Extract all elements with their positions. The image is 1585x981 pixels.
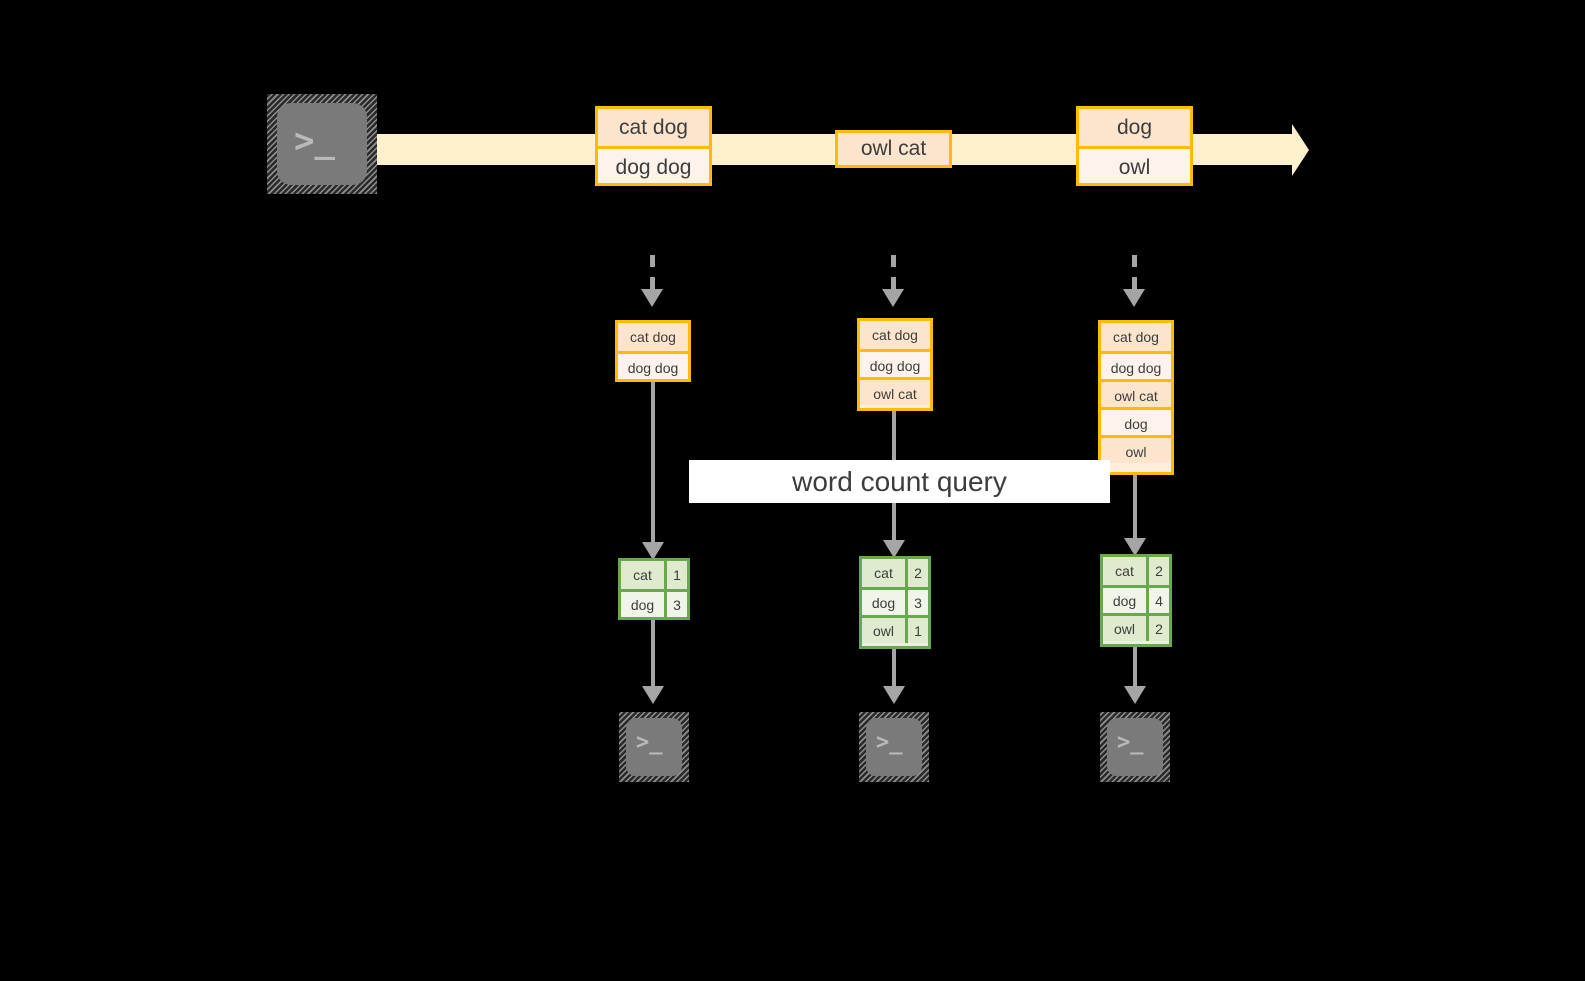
terminal-screen [626, 718, 682, 776]
snapshot-message: cat dog [1101, 323, 1171, 351]
query-label: word count query [689, 460, 1110, 503]
table-row: owl 1 [862, 615, 928, 643]
terminal-prompt-glyph: >_ [1117, 730, 1144, 755]
terminal-screen [1107, 718, 1163, 776]
result-count: 3 [905, 590, 928, 615]
query-label-text: word count query [792, 465, 1007, 497]
connector-snapshot-1-to-result-1 [651, 382, 655, 548]
connector-arrow-head [1123, 289, 1145, 307]
connector-arrow-head [641, 289, 663, 307]
snapshot-1-input-stack: cat dog dog dog [615, 320, 691, 382]
snapshot-message: dog dog [1101, 351, 1171, 379]
snapshot-message: dog [1101, 407, 1171, 435]
sink-terminal-icon-2[interactable]: >_ [859, 712, 929, 782]
result-count: 3 [664, 592, 687, 617]
stream-message: owl [1079, 146, 1190, 183]
result-count: 2 [905, 559, 928, 587]
connector-arrow-head [883, 540, 905, 558]
sink-terminal-icon-1[interactable]: >_ [619, 712, 689, 782]
terminal-prompt-glyph: >_ [636, 730, 663, 755]
terminal-prompt-glyph: >_ [876, 730, 903, 755]
result-word: cat [862, 559, 905, 587]
snapshot-message: dog dog [618, 351, 688, 379]
terminal-screen [866, 718, 922, 776]
stream-message: dog [1079, 109, 1190, 146]
snapshot-message: owl cat [1101, 379, 1171, 407]
stream-message: dog dog [598, 146, 709, 183]
table-row: cat 2 [1103, 557, 1169, 585]
connector-arrow-head [1124, 538, 1146, 556]
result-count: 4 [1146, 588, 1169, 613]
source-terminal-icon[interactable]: >_ [267, 94, 377, 194]
table-row: cat 1 [621, 561, 687, 589]
snapshot-2-input-stack: cat dog dog dog owl cat [857, 318, 933, 411]
connector-snapshot-3-to-result-3 [1133, 475, 1137, 545]
stream-message: owl cat [838, 133, 949, 165]
result-table-3: cat 2 dog 4 owl 2 [1100, 554, 1172, 647]
stream-group-1: cat dog dog dog [595, 106, 712, 186]
table-row: cat 2 [862, 559, 928, 587]
result-count: 2 [1146, 616, 1169, 641]
table-row: dog 4 [1103, 585, 1169, 613]
connector-stream-to-snapshot-3 [1132, 255, 1137, 293]
terminal-prompt-glyph: >_ [294, 121, 335, 161]
stream-message: cat dog [598, 109, 709, 146]
result-word: cat [1103, 557, 1146, 585]
connector-arrow-head [642, 542, 664, 560]
terminal-screen [277, 103, 367, 185]
snapshot-3-input-stack: cat dog dog dog owl cat dog owl [1098, 320, 1174, 475]
connector-arrow-head [883, 686, 905, 704]
result-word: owl [1103, 616, 1146, 641]
stream-arrow-head [1292, 124, 1309, 176]
table-row: dog 3 [621, 589, 687, 617]
stream-group-2: owl cat [835, 130, 952, 168]
connector-result-2-to-sink-2 [892, 649, 896, 692]
snapshot-message: owl [1101, 435, 1171, 463]
connector-arrow-head [1124, 686, 1146, 704]
connector-stream-to-snapshot-1 [650, 255, 655, 293]
sink-terminal-icon-3[interactable]: >_ [1100, 712, 1170, 782]
result-count: 1 [664, 561, 687, 589]
table-row: dog 3 [862, 587, 928, 615]
connector-stream-to-snapshot-2 [891, 255, 896, 293]
table-row: owl 2 [1103, 613, 1169, 641]
connector-result-1-to-sink-1 [651, 620, 655, 692]
snapshot-message: cat dog [860, 321, 930, 349]
result-word: owl [862, 618, 905, 643]
result-word: dog [1103, 588, 1146, 613]
result-word: cat [621, 561, 664, 589]
result-count: 2 [1146, 557, 1169, 585]
connector-result-3-to-sink-3 [1133, 647, 1137, 692]
result-count: 1 [905, 618, 928, 643]
snapshot-message: cat dog [618, 323, 688, 351]
result-word: dog [621, 592, 664, 617]
snapshot-message: dog dog [860, 349, 930, 377]
connector-arrow-head [882, 289, 904, 307]
result-table-1: cat 1 dog 3 [618, 558, 690, 620]
stream-group-3: dog owl [1076, 106, 1193, 186]
result-word: dog [862, 590, 905, 615]
snapshot-message: owl cat [860, 377, 930, 405]
result-table-2: cat 2 dog 3 owl 1 [859, 556, 931, 649]
connector-arrow-head [642, 686, 664, 704]
